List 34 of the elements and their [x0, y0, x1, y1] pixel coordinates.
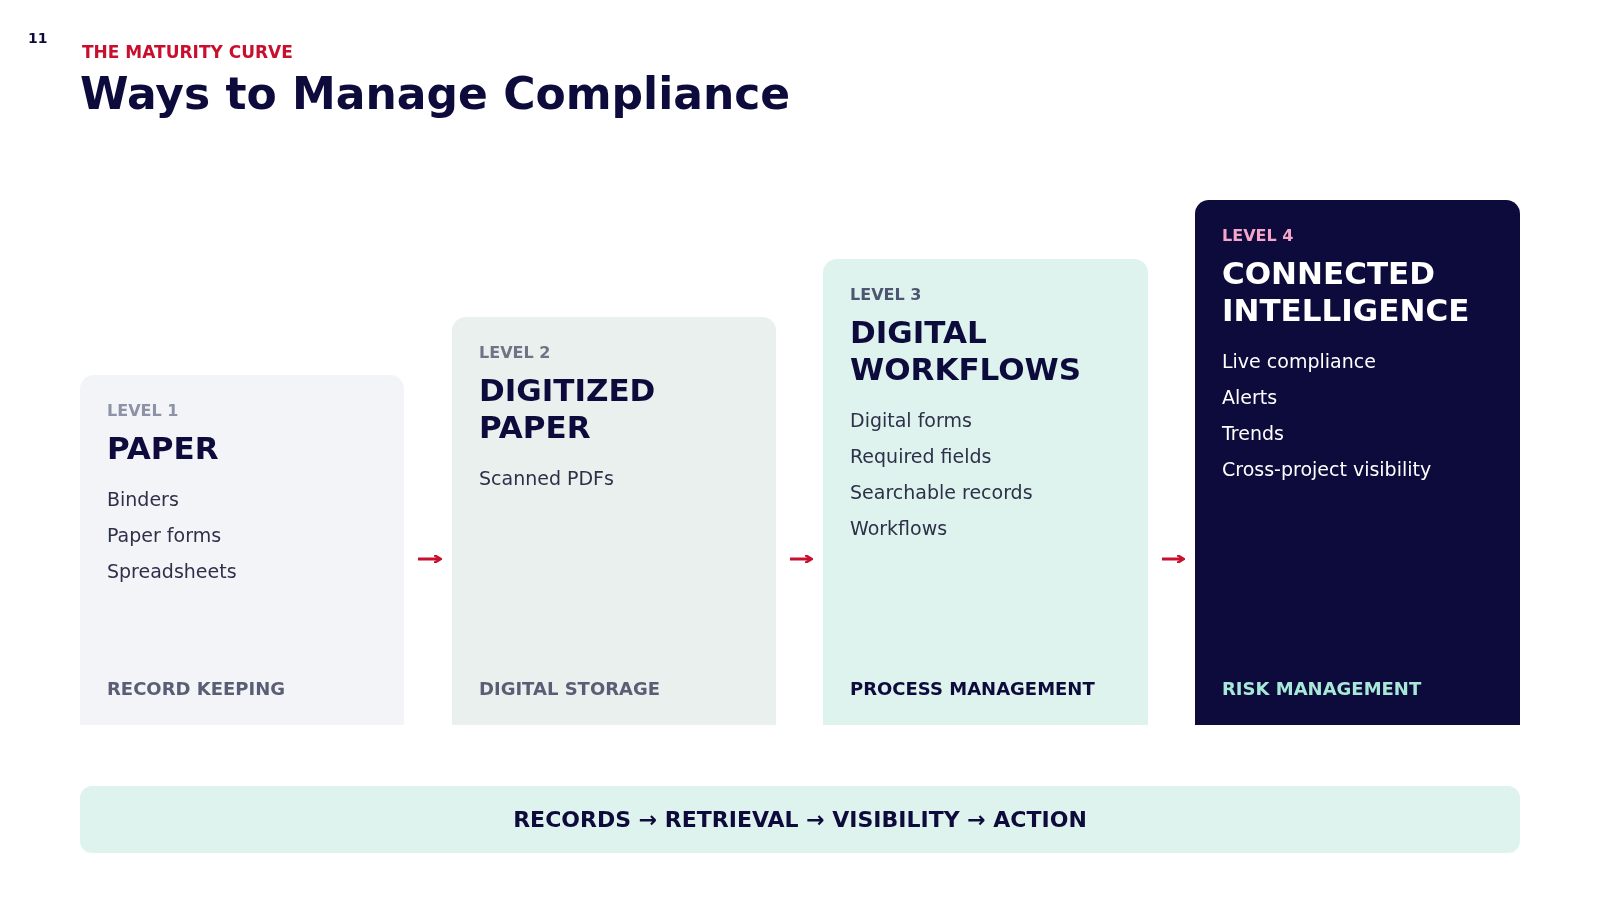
- list-item: Workflows: [850, 516, 949, 542]
- summary-text: RECORDS → RETRIEVAL → VISIBILITY → ACTION: [513, 807, 1087, 832]
- card-heading: DIGITIZED PAPER: [479, 372, 657, 447]
- list-item: Cross-project visibility: [1222, 457, 1433, 483]
- list-item: Trends: [1222, 421, 1285, 447]
- list-item: Binders: [107, 487, 180, 513]
- card-heading: DIGITAL WORKFLOWS: [850, 314, 1083, 389]
- stage-label: DIGITAL STORAGE: [479, 678, 661, 699]
- level-label: LEVEL 3: [850, 285, 923, 304]
- list-item: Digital forms: [850, 408, 973, 434]
- level-card: [1195, 200, 1520, 725]
- card-heading: PAPER: [107, 430, 220, 468]
- arrow: [418, 553, 443, 565]
- list-item: Scanned PDFs: [479, 466, 615, 492]
- slide-title: Ways to Manage Compliance: [80, 68, 791, 119]
- level-label: LEVEL 1: [107, 401, 180, 420]
- list-item: Spreadsheets: [107, 559, 238, 585]
- list-item: Paper forms: [107, 523, 223, 549]
- list-item: Alerts: [1222, 385, 1279, 411]
- summary-band: [80, 786, 1520, 853]
- level-label: LEVEL 4: [1222, 226, 1295, 245]
- list-item: Live compliance: [1222, 349, 1377, 375]
- kicker-text: THE MATURITY CURVE: [82, 42, 293, 62]
- stage-label: RISK MANAGEMENT: [1222, 678, 1422, 699]
- card-heading: CONNECTED INTELLIGENCE: [1222, 255, 1471, 330]
- list-item: Required fields: [850, 444, 993, 470]
- arrow: [1162, 553, 1186, 565]
- stage-label: PROCESS MANAGEMENT: [850, 678, 1095, 699]
- list-item: Searchable records: [850, 480, 1034, 506]
- level-label: LEVEL 2: [479, 343, 552, 362]
- level-card: [823, 259, 1148, 725]
- stage-label: RECORD KEEPING: [107, 678, 285, 699]
- arrow: [790, 553, 814, 565]
- page-number: 11: [28, 30, 48, 46]
